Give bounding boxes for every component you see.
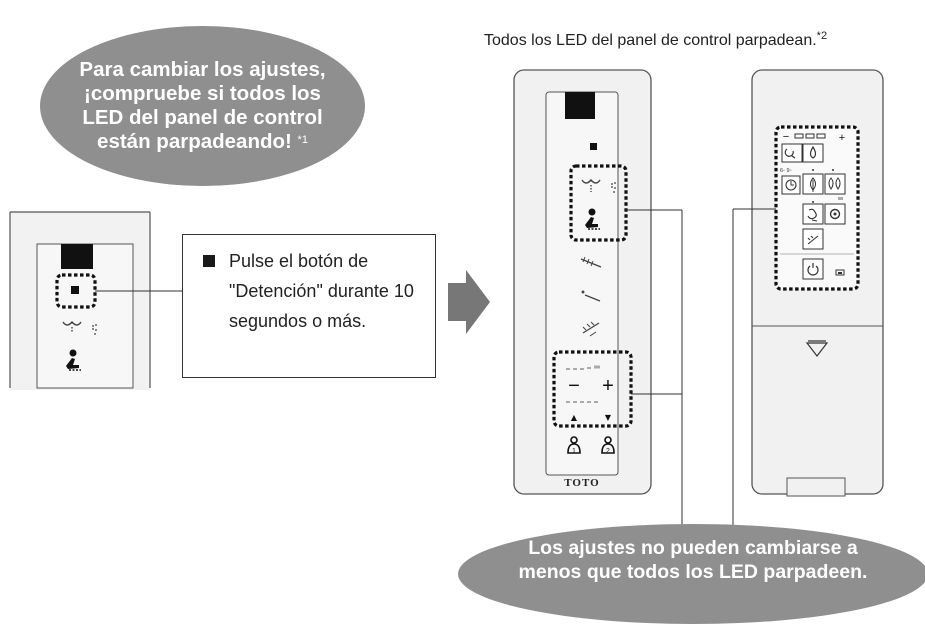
- battery-icon: [835, 269, 845, 276]
- svg-text:1: 1: [572, 448, 576, 455]
- stop-square-icon: [203, 255, 215, 267]
- bubble-top-line-2: ¡compruebe si todos los: [84, 82, 321, 105]
- remote-stop-button[interactable]: [590, 143, 597, 150]
- left-sensor-window: [61, 244, 93, 269]
- leaf-icon: [810, 177, 816, 192]
- footnote-marker-2: *2: [816, 30, 828, 42]
- caption-all-leds-blink: Todos los LED del panel de control parpa…: [484, 30, 828, 50]
- left-remote-partial: [9, 211, 151, 390]
- remote-minus-button[interactable]: −: [568, 375, 580, 397]
- dryer-icon: [807, 235, 819, 245]
- right-arrow-icon: [448, 270, 490, 334]
- remote-user2-button[interactable]: 2: [601, 436, 615, 455]
- bubble-bottom-line-2: menos que todos los LED parpadeen.: [518, 561, 868, 583]
- remote-down-button[interactable]: ▼: [605, 413, 612, 422]
- remote-plus-button[interactable]: +: [602, 375, 614, 397]
- remote-user1-button[interactable]: 1: [567, 436, 581, 455]
- panel-clean-icon: [784, 148, 796, 159]
- remote-spray-dots-icon: [611, 182, 616, 193]
- bubble-top-line-4: están parpadeando!: [97, 130, 292, 153]
- bubble-top-line-3: LED del panel de control: [82, 106, 323, 129]
- footnote-marker-1: *1: [297, 134, 308, 146]
- panel-fan-button[interactable]: [802, 203, 824, 225]
- left-stop-highlight: [55, 273, 97, 309]
- remote-dryer-icon: [582, 321, 600, 337]
- toto-logo: TOTO: [564, 477, 599, 489]
- left-seated-person-icon: [66, 349, 81, 371]
- panel-temp-marks: 6◦ 9◦: [780, 168, 792, 174]
- panel-dryer-button[interactable]: [802, 228, 824, 250]
- left-rear-wash-icon: [62, 320, 82, 333]
- clock-icon: [785, 179, 797, 191]
- gear-icon: [829, 208, 841, 220]
- bubble-bottom-line-1: Los ajustes no pueden cambiarse a: [528, 537, 858, 559]
- left-stop-button-icon[interactable]: [71, 286, 79, 294]
- slide-down-triangle-icon: [805, 342, 829, 357]
- remote-front-wash-icon: [585, 208, 600, 230]
- panel-clean-button[interactable]: [781, 143, 803, 163]
- panel-eco2-button[interactable]: [824, 173, 846, 195]
- remote-pulse-icon: [581, 290, 601, 302]
- panel-level-boxes: [794, 133, 826, 139]
- remote-control-front: − + ▲ ▼ 1 2 TOTO: [513, 69, 652, 495]
- svg-text:2: 2: [606, 448, 610, 455]
- left-spray-dots-icon: [92, 324, 97, 335]
- remote-up-button[interactable]: ▲: [571, 413, 578, 422]
- power-icon: [807, 263, 819, 276]
- panel-minus-label: −: [783, 131, 789, 143]
- remote-control-back: − + 6◦ 9◦: [751, 69, 884, 497]
- instruction-text: Pulse el botón de "Detención" durante 10…: [229, 251, 414, 331]
- remote-adjust-group-highlight: [552, 350, 633, 428]
- remote-sensor-window: [565, 92, 595, 119]
- water-drop-icon: [809, 145, 817, 159]
- speech-bubble-top: Para cambiar los ajustes, ¡compruebe si …: [40, 26, 365, 186]
- fan-icon: [807, 208, 818, 222]
- remote-rear-wash-icon: [581, 178, 601, 192]
- panel-water-button[interactable]: [802, 143, 824, 163]
- bubble-top-line-1: Para cambiar los ajustes,: [79, 58, 326, 81]
- remote-level-indicator-top: [566, 365, 600, 370]
- panel-plus-label: +: [839, 132, 845, 144]
- speech-bubble-bottom: Los ajustes no pueden cambiarse a menos …: [458, 524, 925, 624]
- remote-wash-group-highlight: [569, 164, 628, 242]
- remote-oscillate-icon: [580, 256, 602, 268]
- caption-text: Todos los LED del panel de control parpa…: [484, 32, 817, 49]
- instruction-box: Pulse el botón de "Detención" durante 10…: [182, 234, 436, 378]
- double-leaf-icon: [828, 177, 841, 190]
- panel-power-button[interactable]: [802, 258, 824, 280]
